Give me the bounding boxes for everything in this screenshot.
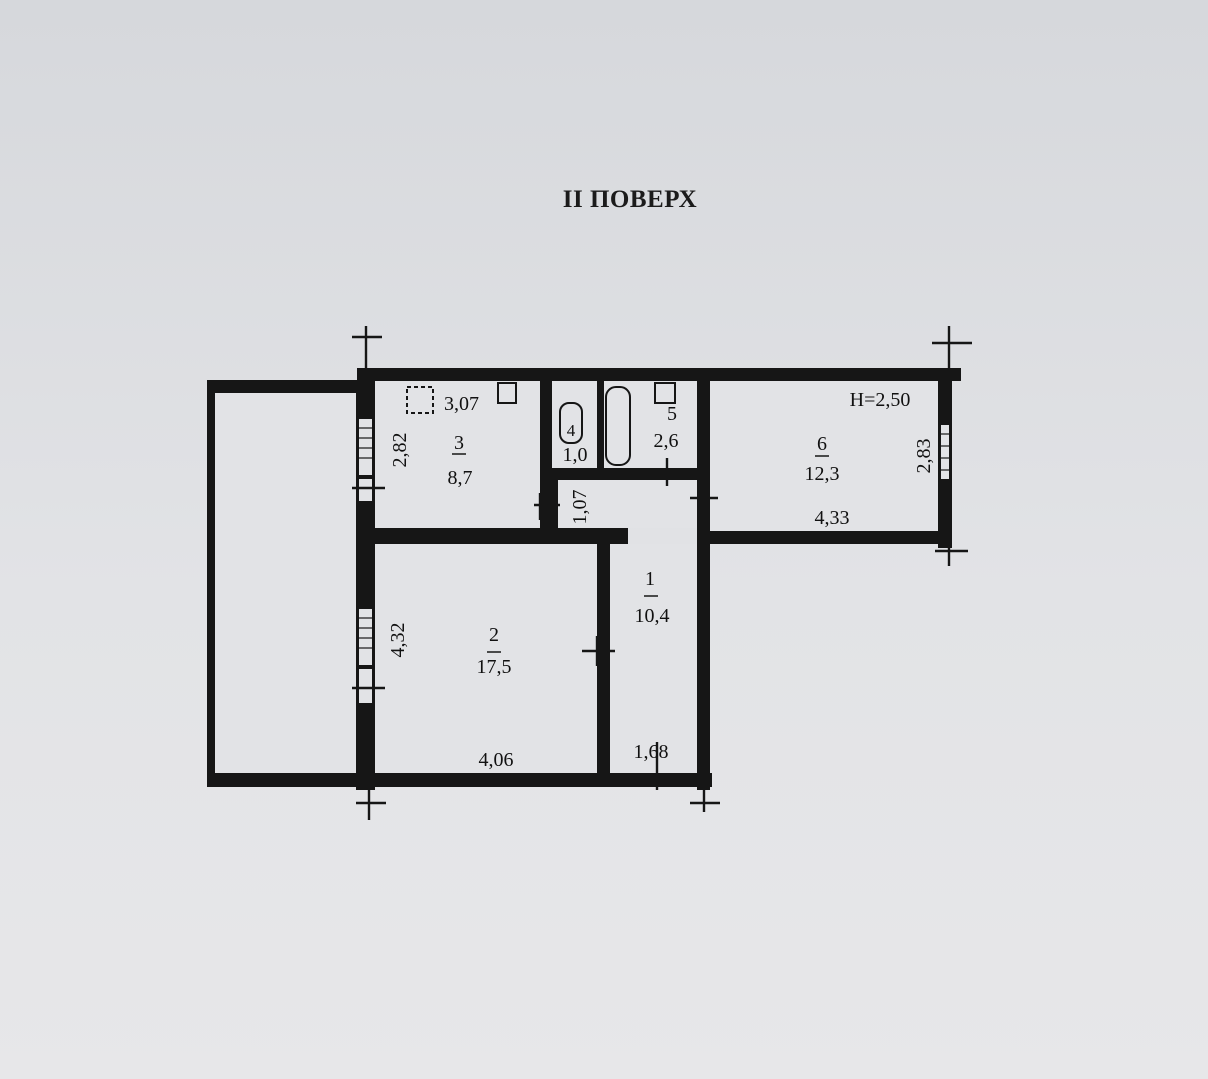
window-room6 bbox=[939, 423, 951, 481]
room-1-number: 1 bbox=[645, 568, 655, 590]
dim-corridor-step: 1,07 bbox=[569, 490, 591, 525]
dim-room2-depth: 4,32 bbox=[387, 623, 409, 658]
room-5-number: 5 bbox=[667, 403, 677, 425]
room-4-area: 1,0 bbox=[563, 444, 588, 466]
axis-ticks bbox=[352, 326, 972, 820]
room-6-number: 6 bbox=[817, 433, 827, 455]
room-4-number: 4 bbox=[567, 421, 576, 440]
kitchen-sink-icon bbox=[497, 382, 517, 404]
window-room2 bbox=[357, 607, 374, 667]
floor-title: ІІ ПОВЕРХ bbox=[562, 186, 698, 213]
ceiling-height: H=2,50 bbox=[850, 389, 911, 411]
dim-room2-width: 4,06 bbox=[479, 749, 514, 771]
washbasin-icon bbox=[654, 382, 676, 404]
room-number-bars bbox=[452, 453, 829, 653]
room-1-area: 10,4 bbox=[635, 605, 670, 627]
stove-icon bbox=[406, 386, 434, 414]
windows bbox=[357, 417, 951, 705]
bathtub-icon bbox=[605, 386, 631, 466]
dim-room6-depth: 2,83 bbox=[913, 439, 935, 474]
room-6-area: 12,3 bbox=[805, 463, 840, 485]
room-3-number: 3 bbox=[454, 432, 464, 454]
room-5-area: 2,6 bbox=[654, 430, 679, 452]
room-fills bbox=[215, 381, 938, 773]
room-2-number: 2 bbox=[489, 624, 499, 646]
dim-room3-width: 3,07 bbox=[444, 393, 479, 415]
dim-room3-depth: 2,82 bbox=[389, 433, 411, 468]
window-room3 bbox=[357, 417, 374, 477]
toilet-icon bbox=[559, 402, 583, 444]
room-3-area: 8,7 bbox=[448, 467, 473, 489]
dim-corridor-width: 1,68 bbox=[634, 741, 669, 763]
room-2-area: 17,5 bbox=[477, 656, 512, 678]
dim-room6-width: 4,33 bbox=[815, 507, 850, 529]
fixtures bbox=[406, 382, 676, 466]
